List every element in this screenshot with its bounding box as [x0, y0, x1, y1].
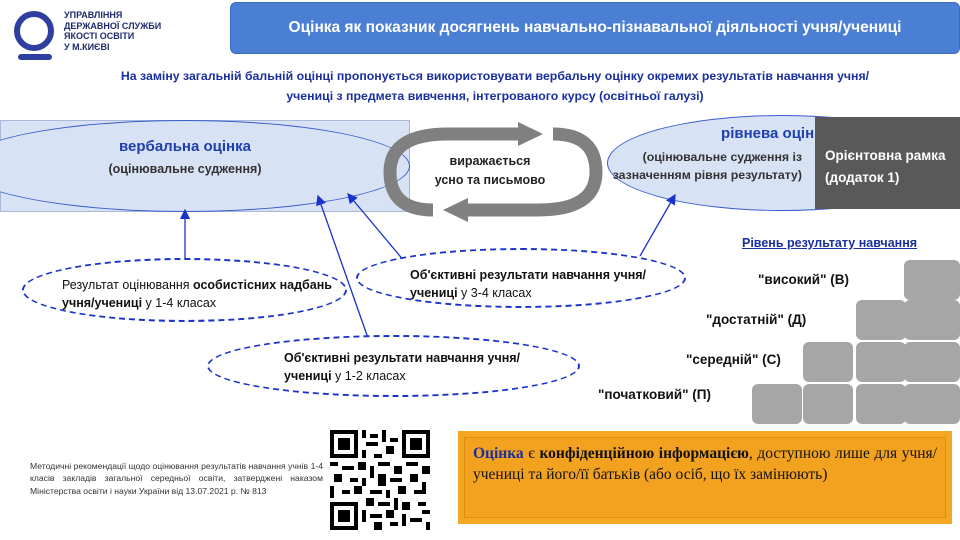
confidentiality-notice-text: Оцінка є конфіденційною інформацією, дос… [464, 437, 946, 518]
cycle-line-1: виражається [449, 154, 531, 168]
oval-objective-12-text: Об'єктивні результати навчання учня/учен… [284, 349, 544, 385]
staircase-step [803, 342, 853, 382]
logo-bar-icon [18, 54, 52, 60]
oval-personal-suffix: у 1-4 класах [142, 296, 217, 310]
notice-part-1: є [523, 445, 540, 462]
logo-line-3: ЯКОСТІ ОСВІТИ [64, 31, 135, 41]
footnote: Методичні рекомендації щодо оцінювання р… [30, 461, 323, 496]
staircase-step [904, 300, 960, 340]
staircase-step [803, 384, 853, 424]
oval-personal-text: Результат оцінювання особистісних надбан… [62, 276, 342, 312]
oval-objective-12-bold: Об'єктивні результати навчання учня/учен… [284, 351, 521, 383]
notice-keyword: Оцінка [473, 445, 524, 462]
cycle-text: виражається усно та письмово [400, 152, 580, 190]
oval-objective-12-suffix: у 1-2 класах [331, 369, 406, 383]
logo-text: УПРАВЛІННЯ ДЕРЖАВНОЇ СЛУЖБИ ЯКОСТІ ОСВІТ… [64, 10, 161, 52]
intro-text: На заміну загальній бальній оцінці пропо… [120, 69, 870, 103]
qr-code-icon[interactable] [330, 430, 430, 530]
logo-line-2: ДЕРЖАВНОЇ СЛУЖБИ [64, 20, 162, 31]
staircase-step [904, 342, 960, 382]
level-title: рівнева оцінка [721, 125, 830, 142]
staircase-step [904, 260, 960, 300]
oval-objective-12 [207, 335, 580, 397]
oval-personal-prefix: Результат оцінювання [62, 278, 193, 292]
logo-line-1: УПРАВЛІННЯ [64, 10, 123, 20]
staircase-step [856, 384, 906, 424]
level-initial: "початковий" (П) [598, 387, 711, 402]
level-high: "високий" (В) [758, 272, 849, 287]
staircase-step [752, 384, 802, 424]
level-sufficient: "достатній" (Д) [706, 312, 807, 327]
verbal-subtitle: (оцінювальне судження) [108, 162, 262, 176]
staircase-step [904, 384, 960, 424]
logo-ring-icon [14, 11, 54, 51]
staircase-step [856, 300, 906, 340]
oval-objective-34-text: Об'єктивні результати навчання учня/учен… [410, 266, 670, 302]
oval-personal [22, 258, 347, 322]
verbal-ellipse [0, 120, 410, 212]
levels-heading: Рівень результату навчання [742, 236, 918, 250]
page-title: Оцінка як показник досягнень навчально-п… [230, 2, 960, 54]
notice-strong: конфіденційною інформацією [539, 445, 749, 462]
confidentiality-notice: Оцінка є конфіденційною інформацією, дос… [458, 431, 952, 524]
cycle-line-2: усно та письмово [434, 173, 546, 187]
logo: УПРАВЛІННЯ ДЕРЖАВНОЇ СЛУЖБИ ЯКОСТІ ОСВІТ… [10, 7, 210, 62]
logo-line-4: У М.КИЄВІ [64, 41, 110, 52]
frame-box: Орієнтовна рамка (додаток 1) [815, 117, 960, 209]
cycle-arrows-icon [383, 122, 603, 222]
oval-objective-34-suffix: у 3-4 класах [457, 286, 532, 300]
level-subtitle: (оцінювальне судження із зазначенням рів… [612, 150, 802, 182]
staircase-step [856, 342, 906, 382]
level-medium: "середній" (С) [686, 352, 781, 367]
verbal-title: вербальна оцінка [119, 138, 251, 155]
oval-personal-bold: особистісних надбань учня/учениці [62, 278, 332, 310]
oval-objective-34 [356, 248, 686, 308]
notice-part-2: , доступною лише для учня/учениці та йог… [473, 445, 937, 483]
oval-objective-34-bold: Об'єктивні результати навчання учня/учен… [410, 268, 647, 300]
